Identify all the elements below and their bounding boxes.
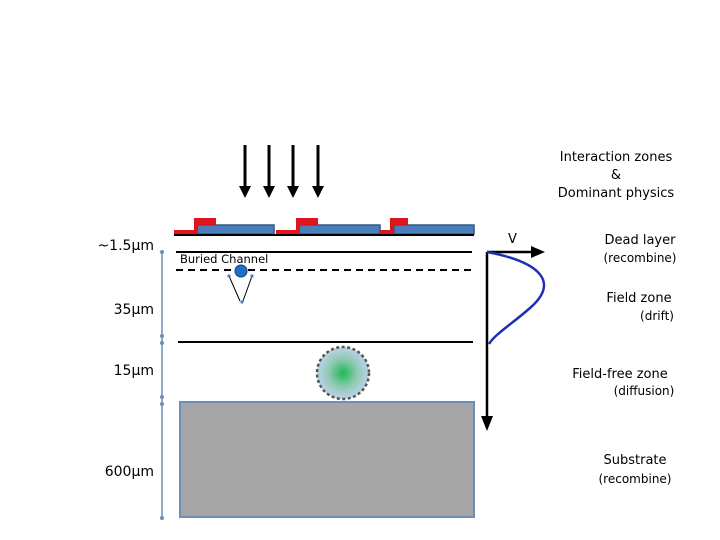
potential-label: V xyxy=(508,232,517,247)
potential-axes xyxy=(481,246,545,431)
zone-field-physics: (drift) xyxy=(640,309,674,323)
dim-field-zone: 35µm xyxy=(113,302,154,318)
zones-header: Interaction zones & Dominant physics xyxy=(540,149,692,203)
buried-channel-label: Buried Channel xyxy=(180,252,269,266)
overlap-gates xyxy=(174,218,408,234)
gate-electrode-blue xyxy=(195,224,275,235)
gate-electrode-red xyxy=(276,218,318,234)
radiation-arrow-head xyxy=(263,186,275,198)
dim-substrate: 600µm xyxy=(104,464,154,480)
zone-field-name: Field zone xyxy=(606,291,672,306)
zones-header-line2: & xyxy=(610,168,622,183)
substrate-block xyxy=(179,401,475,518)
collected-charge-dot xyxy=(234,264,248,278)
zone-dead-layer-name: Dead layer xyxy=(604,233,676,248)
zones-header-line1: Interaction zones xyxy=(559,150,673,165)
zone-field-free-physics: (diffusion) xyxy=(613,384,675,398)
potential-curve xyxy=(486,250,546,345)
gate-electrode-red xyxy=(174,218,216,234)
incident-radiation-arrows xyxy=(239,145,324,198)
gate-electrode-red xyxy=(380,218,408,234)
depth-ruler xyxy=(160,250,164,520)
gate-electrode-blue xyxy=(297,224,381,235)
zone-substrate-name: Substrate xyxy=(603,453,667,468)
radiation-arrow-head xyxy=(239,186,251,198)
dim-field-free-zone: 15µm xyxy=(113,363,154,379)
dim-top-layer: ~1.5µm xyxy=(97,238,154,254)
radiation-arrow-head xyxy=(287,186,299,198)
gate-electrode-blue xyxy=(393,224,475,235)
zone-field-free-name: Field-free zone xyxy=(572,367,668,382)
charge-funnel xyxy=(227,264,254,304)
gate-electrodes xyxy=(195,224,475,235)
zones-header-line3: Dominant physics xyxy=(557,186,675,201)
charge-cloud xyxy=(315,345,371,401)
zone-dead-layer-physics: (recombine) xyxy=(603,251,677,265)
zone-substrate-physics: (recombine) xyxy=(598,472,672,486)
radiation-arrow-head xyxy=(312,186,324,198)
